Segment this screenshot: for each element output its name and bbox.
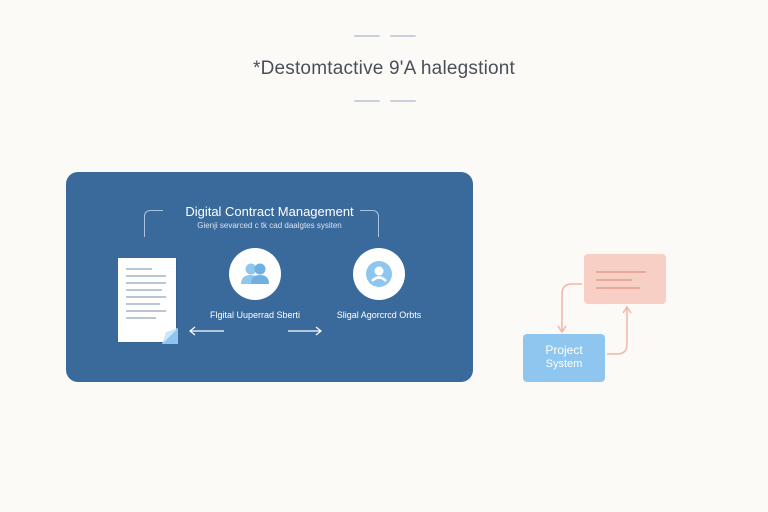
title-bracket-left [144,210,163,237]
arrow-left [189,326,224,336]
left-node-label: Flgital Uuperrad Sberti [209,310,301,320]
project-system-card: Project System [523,334,605,382]
users-icon [229,248,281,300]
header-deco-bottom-right [390,100,416,102]
document-fold-icon [162,328,178,344]
panel-subtitle: Gienji sevarced c tk cad daalgtes sysite… [197,221,342,230]
page-title: *Destomtactive 9'A halegstiont [252,58,516,79]
location-pin-icon [353,248,405,300]
contract-management-panel: Digital Contract Management Gienji sevar… [66,172,473,382]
header-deco-top-left [354,35,380,37]
project-system-line1: Project [545,343,583,357]
document-icon [118,258,178,344]
pink-note-card [584,254,666,304]
arrow-pink-to-blue [557,283,582,334]
project-system-line2: System [545,358,583,370]
panel-title: Digital Contract Management [185,204,354,219]
title-bracket-right [360,210,379,237]
arrow-right [288,326,322,336]
arrow-blue-to-pink [607,305,632,355]
right-node-label: Sligal Agorcrcd Orbts [336,310,422,320]
header-deco-bottom-left [354,100,380,102]
header-deco-top-right [390,35,416,37]
panel-arrows [189,326,322,336]
